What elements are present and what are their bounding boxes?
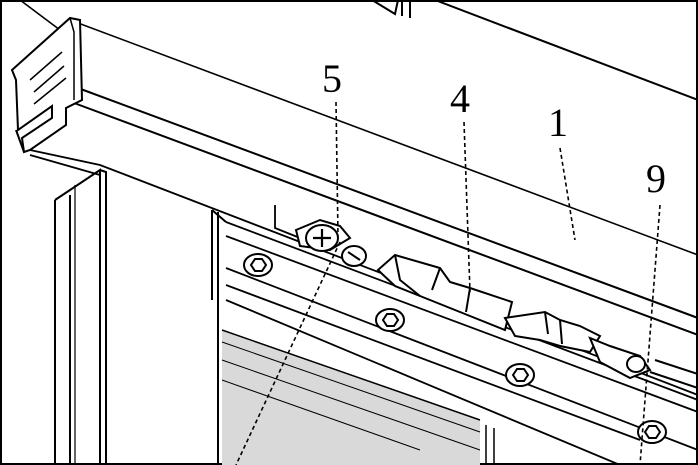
track-screws: [243, 253, 667, 444]
rail-end-profile: [10, 16, 84, 154]
rail-top-surface: [19, 0, 698, 336]
leader-lines: [235, 101, 661, 465]
callout-5: 5: [322, 56, 342, 101]
leader-9: [639, 204, 661, 465]
screw-3: [505, 363, 535, 387]
leader-5-upper: [335, 101, 339, 237]
screw-1: [243, 253, 273, 277]
callout-9: 9: [646, 156, 666, 201]
leader-4: [463, 121, 471, 293]
door-panel-edge: [211, 209, 227, 465]
leader-1: [559, 147, 576, 241]
leader-5-lower: [235, 241, 341, 465]
roller-mechanism: [503, 310, 698, 389]
screw-4: [637, 420, 667, 444]
hinge-top: [371, 0, 698, 101]
adjustment-screw: [294, 218, 367, 267]
door-frame-left: [54, 168, 107, 465]
door-glazing: [221, 329, 495, 465]
callout-4: 4: [450, 76, 470, 121]
screw-2: [375, 308, 405, 332]
callout-1: 1: [548, 100, 568, 145]
roller-bracket: [376, 253, 514, 332]
